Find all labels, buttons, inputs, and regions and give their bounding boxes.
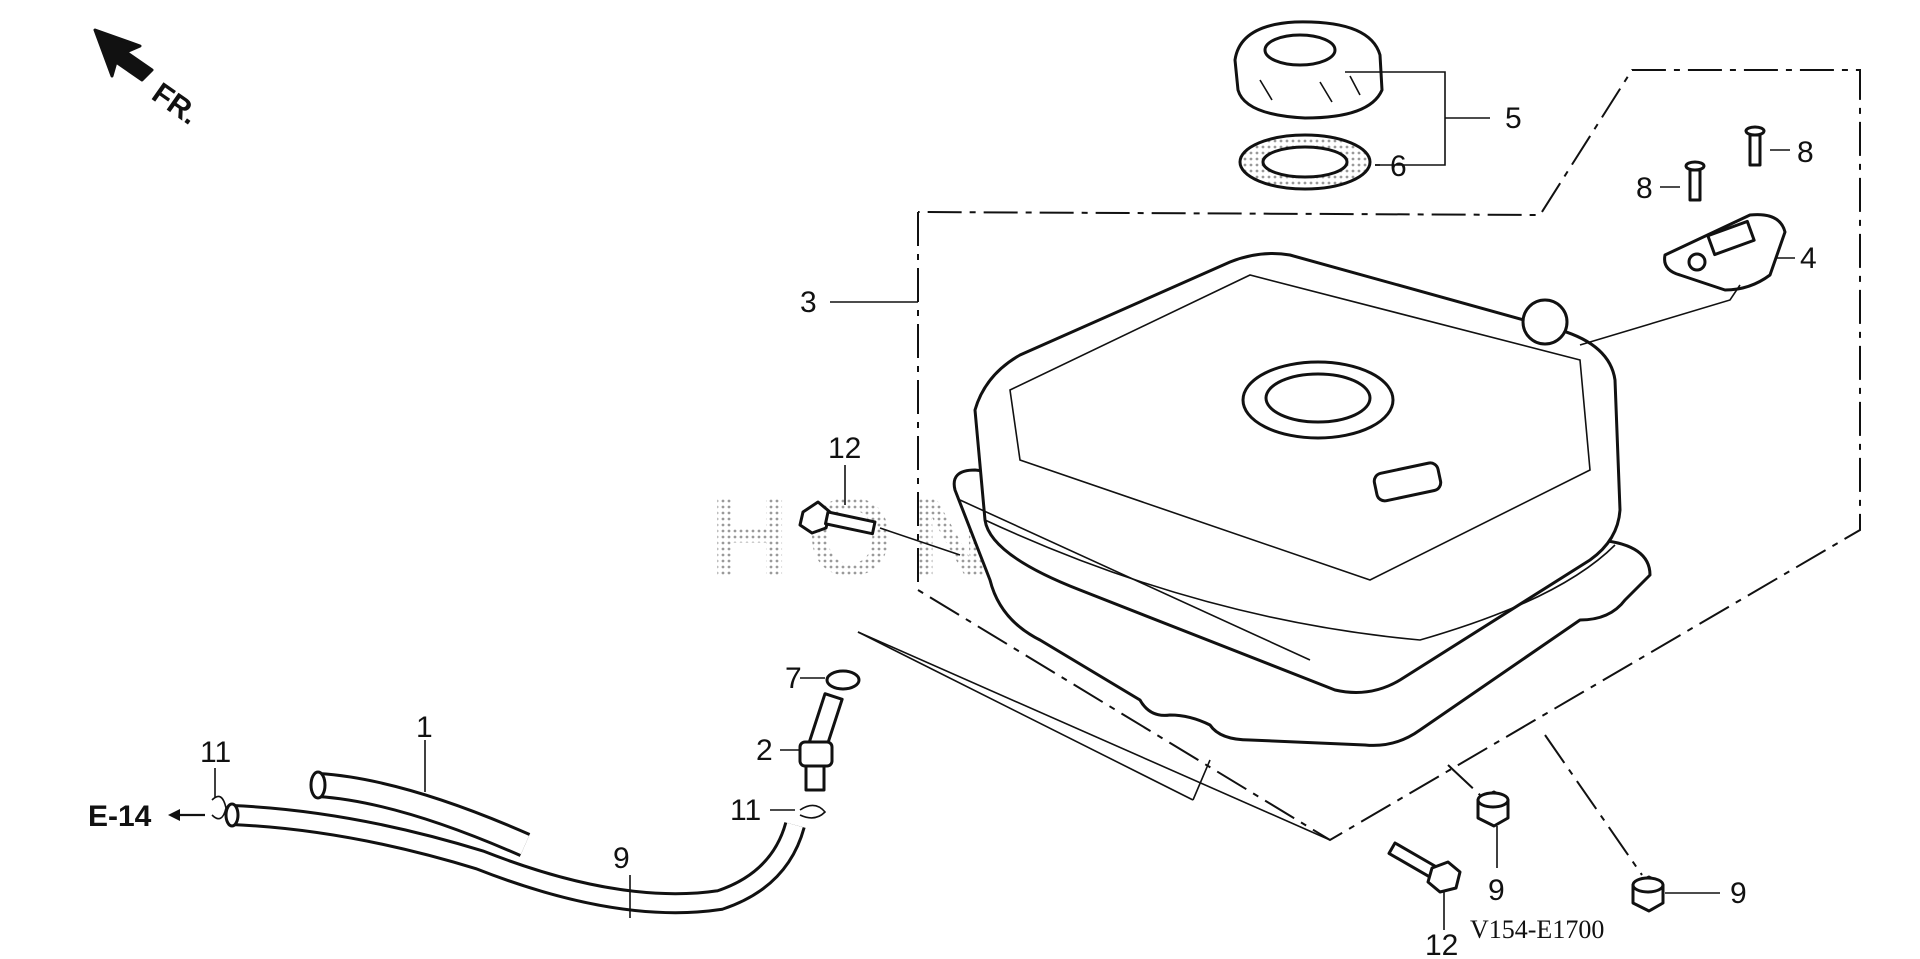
callout-11-right: 11 bbox=[730, 794, 761, 827]
callout-3: 3 bbox=[800, 286, 817, 319]
drawing-code: V154-E1700 bbox=[1470, 915, 1604, 944]
flange-bolt-lower bbox=[1387, 841, 1462, 894]
callout-8-left: 8 bbox=[1636, 172, 1653, 205]
callout-1: 1 bbox=[416, 711, 433, 744]
front-direction-arrow bbox=[93, 28, 154, 82]
fuel-gauge bbox=[1521, 213, 1787, 346]
callout-11-left: 11 bbox=[200, 736, 231, 769]
callout-4: 4 bbox=[1800, 242, 1817, 275]
flange-nut-center bbox=[1476, 790, 1510, 828]
gauge-screw-right bbox=[1744, 125, 1766, 167]
callout-12-lower: 12 bbox=[1425, 929, 1458, 959]
fuel-tube-1 bbox=[309, 770, 531, 857]
fuel-strainer-washer bbox=[825, 669, 861, 691]
gauge-screw-left bbox=[1684, 160, 1706, 202]
callout-7: 7 bbox=[785, 662, 802, 695]
tube-clip-left bbox=[211, 795, 227, 820]
callout-9-right: 9 bbox=[1730, 877, 1747, 910]
callout-2: 2 bbox=[756, 734, 773, 767]
ref-label: E-14 bbox=[88, 800, 152, 833]
assembly-boundary bbox=[917, 69, 1861, 842]
fuel-tank bbox=[952, 252, 1652, 747]
direction-label: FR. bbox=[146, 77, 205, 132]
cap-seal-ring bbox=[1238, 133, 1372, 191]
callout-8-right: 8 bbox=[1797, 136, 1814, 169]
ref-arrow bbox=[168, 809, 180, 821]
callout-5: 5 bbox=[1505, 102, 1522, 135]
callout-12-upper: 12 bbox=[828, 432, 861, 465]
flange-bolt-upper bbox=[798, 500, 877, 536]
fuel-cap bbox=[1233, 20, 1384, 120]
fuel-tube-10 bbox=[224, 802, 806, 915]
tube-clip-cock bbox=[799, 804, 827, 819]
callout-6: 6 bbox=[1390, 150, 1407, 183]
fuel-cock bbox=[798, 692, 844, 792]
flange-nut-right bbox=[1631, 875, 1665, 913]
callout-9-center: 9 bbox=[1488, 874, 1505, 907]
callout-10: 9 bbox=[613, 842, 630, 875]
